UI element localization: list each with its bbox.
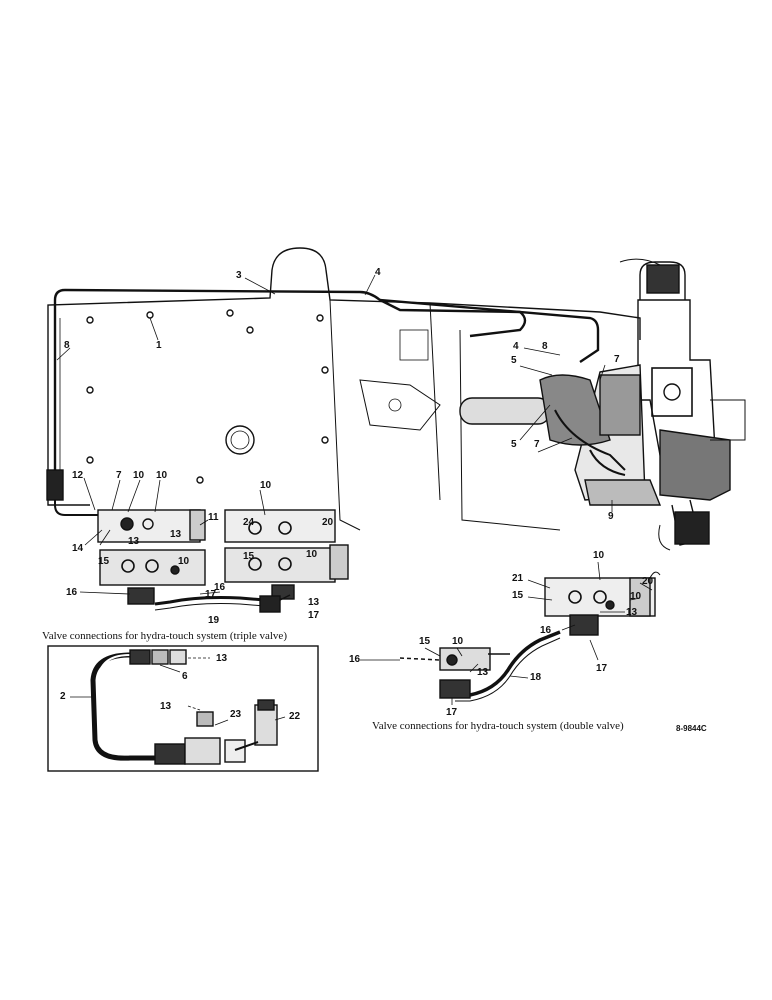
- callout-10: 10: [630, 591, 642, 602]
- callout-15: 15: [243, 551, 255, 562]
- callout-20: 20: [642, 576, 654, 587]
- callout-9: 9: [608, 511, 614, 522]
- main-pipe: [53, 288, 600, 516]
- callout-15: 15: [419, 636, 431, 647]
- callout-17: 17: [308, 610, 320, 621]
- callout-13: 13: [128, 536, 140, 547]
- callout-24: 24: [243, 517, 255, 528]
- callout-17: 17: [596, 663, 608, 674]
- callout-16: 16: [540, 625, 552, 636]
- callout-10: 10: [178, 556, 190, 567]
- callout-7: 7: [534, 439, 540, 450]
- callout-5: 5: [511, 355, 517, 366]
- callout-17: 17: [205, 589, 217, 600]
- callout-13: 13: [477, 667, 489, 678]
- caption-triple-valve: Valve connections for hydra-touch system…: [42, 630, 287, 642]
- callout-13: 13: [216, 653, 228, 664]
- callout-8: 8: [64, 340, 70, 351]
- caption-double-valve: Valve connections for hydra-touch system…: [372, 720, 624, 732]
- callout-10: 10: [306, 549, 318, 560]
- leader-lines-main: [56, 274, 613, 595]
- callout-19: 19: [208, 615, 220, 626]
- callout-16: 16: [214, 582, 226, 593]
- callout-10: 10: [452, 636, 464, 647]
- callout-7: 7: [614, 354, 620, 365]
- callout-8: 8: [542, 341, 548, 352]
- callout-6: 6: [182, 671, 188, 682]
- callout-11: 11: [208, 512, 219, 523]
- callout-7: 7: [116, 470, 122, 481]
- inset-box: [47, 645, 319, 772]
- callout-15: 15: [98, 556, 110, 567]
- callout-2: 2: [60, 691, 66, 702]
- callout-10: 10: [156, 470, 168, 481]
- callout-16: 16: [66, 587, 78, 598]
- leader-lines-double: [360, 561, 653, 705]
- callout-1: 1: [156, 340, 162, 351]
- callout-17: 17: [446, 707, 458, 718]
- callout-13: 13: [160, 701, 172, 712]
- callout-10: 10: [260, 480, 272, 491]
- transmission-housing: [47, 247, 641, 531]
- callout-4: 4: [375, 267, 381, 278]
- callout-18: 18: [530, 672, 542, 683]
- callout-13: 13: [626, 607, 638, 618]
- pipe-fitting: [46, 469, 64, 501]
- callout-20: 20: [322, 517, 334, 528]
- callout-14: 14: [72, 543, 84, 554]
- triple-valve-assembly: [97, 509, 349, 613]
- callout-22: 22: [289, 711, 301, 722]
- callout-4: 4: [513, 341, 519, 352]
- callout-3: 3: [236, 270, 242, 281]
- callout-23: 23: [230, 709, 242, 720]
- callout-10: 10: [593, 550, 605, 561]
- pump-assembly: [459, 258, 746, 551]
- callout-10: 10: [133, 470, 145, 481]
- callout-13: 13: [170, 529, 182, 540]
- callout-16: 16: [349, 654, 361, 665]
- callout-12: 12: [72, 470, 84, 481]
- callout-21: 21: [512, 573, 524, 584]
- callout-5: 5: [511, 439, 517, 450]
- drawing-code: 8-9844C: [676, 724, 707, 733]
- callout-15: 15: [512, 590, 524, 601]
- callout-13: 13: [308, 597, 320, 608]
